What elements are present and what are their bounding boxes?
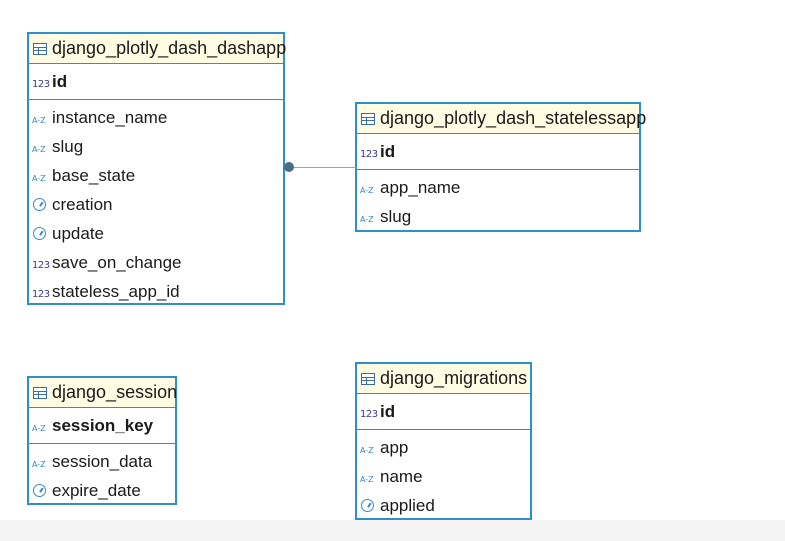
- table-title: django_migrations: [380, 368, 528, 388]
- text-type-icon: A-Z: [32, 423, 46, 433]
- table-icon: [361, 112, 375, 125]
- text-type-icon: A-Z: [360, 445, 374, 455]
- table-column[interactable]: expire_date: [29, 476, 175, 505]
- clock-icon: [32, 197, 48, 213]
- text-type-icon: A-Z: [360, 185, 374, 195]
- column-name: session_key: [52, 415, 154, 435]
- column-name: base_state: [52, 165, 136, 185]
- table-column[interactable]: A-Z session_data: [29, 447, 175, 476]
- column-name: session_data: [52, 451, 153, 471]
- table-header[interactable]: django_plotly_dash_dashapp: [29, 34, 287, 64]
- primary-key-column[interactable]: A-Z session_key: [29, 411, 175, 440]
- table-title: django_plotly_dash_statelessapp: [380, 108, 647, 128]
- column-name: stateless_app_id: [52, 281, 180, 301]
- column-name: expire_date: [52, 480, 141, 500]
- table-icon: [33, 386, 47, 399]
- clock-icon: [32, 483, 48, 499]
- column-name: id: [380, 141, 396, 161]
- table-title: django_plotly_dash_dashapp: [52, 38, 287, 58]
- table-column[interactable]: A-Z name: [357, 462, 530, 491]
- text-type-icon: A-Z: [32, 144, 46, 154]
- column-name: applied: [380, 495, 435, 515]
- column-name: instance_name: [52, 107, 168, 127]
- table-column[interactable]: A-Z instance_name: [29, 103, 283, 132]
- table-column[interactable]: update: [29, 219, 283, 248]
- column-name: creation: [52, 194, 113, 214]
- table-icon: [33, 42, 47, 55]
- bottom-panel: [0, 520, 785, 541]
- column-name: app: [380, 437, 409, 457]
- column-name: slug: [52, 136, 84, 156]
- table-header[interactable]: django_migrations: [357, 364, 530, 394]
- clock-icon: [360, 498, 376, 514]
- table-column[interactable]: A-Z app_name: [357, 173, 639, 202]
- column-name: update: [52, 223, 104, 243]
- table-column[interactable]: applied: [357, 491, 530, 520]
- table-column[interactable]: A-Z slug: [29, 132, 283, 161]
- relation-endpoint-dot: [284, 162, 294, 172]
- text-type-icon: A-Z: [32, 459, 46, 469]
- column-name: id: [52, 71, 68, 91]
- text-type-icon: A-Z: [32, 173, 46, 183]
- columns-section: A-Z session_data expire_date: [29, 444, 175, 508]
- column-name: name: [380, 466, 423, 486]
- column-name: id: [380, 401, 396, 421]
- table-header[interactable]: django_session: [29, 378, 178, 408]
- clock-icon: [32, 226, 48, 242]
- numeric-type-icon: 123: [360, 408, 378, 420]
- column-name: slug: [380, 206, 412, 226]
- table-title: django_session: [52, 382, 178, 402]
- relation-line-stateless-app[interactable]: [289, 167, 356, 168]
- numeric-type-icon: 123: [360, 148, 378, 160]
- column-name: app_name: [380, 177, 461, 197]
- column-name: save_on_change: [52, 252, 182, 272]
- table-django-session[interactable]: django_session A-Z session_key A-Z session…: [27, 376, 177, 505]
- table-column[interactable]: A-Z app: [357, 433, 530, 462]
- table-column[interactable]: A-Z slug: [357, 202, 639, 231]
- numeric-type-icon: 123: [32, 288, 50, 300]
- numeric-type-icon: 123: [32, 259, 50, 271]
- text-type-icon: A-Z: [360, 474, 374, 484]
- numeric-type-icon: 123: [32, 78, 50, 90]
- text-type-icon: A-Z: [32, 115, 46, 125]
- table-header[interactable]: django_plotly_dash_statelessapp: [357, 104, 646, 134]
- primary-key-section: A-Z session_key: [29, 408, 175, 444]
- table-column[interactable]: creation: [29, 190, 283, 219]
- text-type-icon: A-Z: [360, 214, 374, 224]
- table-icon: [361, 372, 375, 385]
- table-column[interactable]: A-Z base_state: [29, 161, 283, 190]
